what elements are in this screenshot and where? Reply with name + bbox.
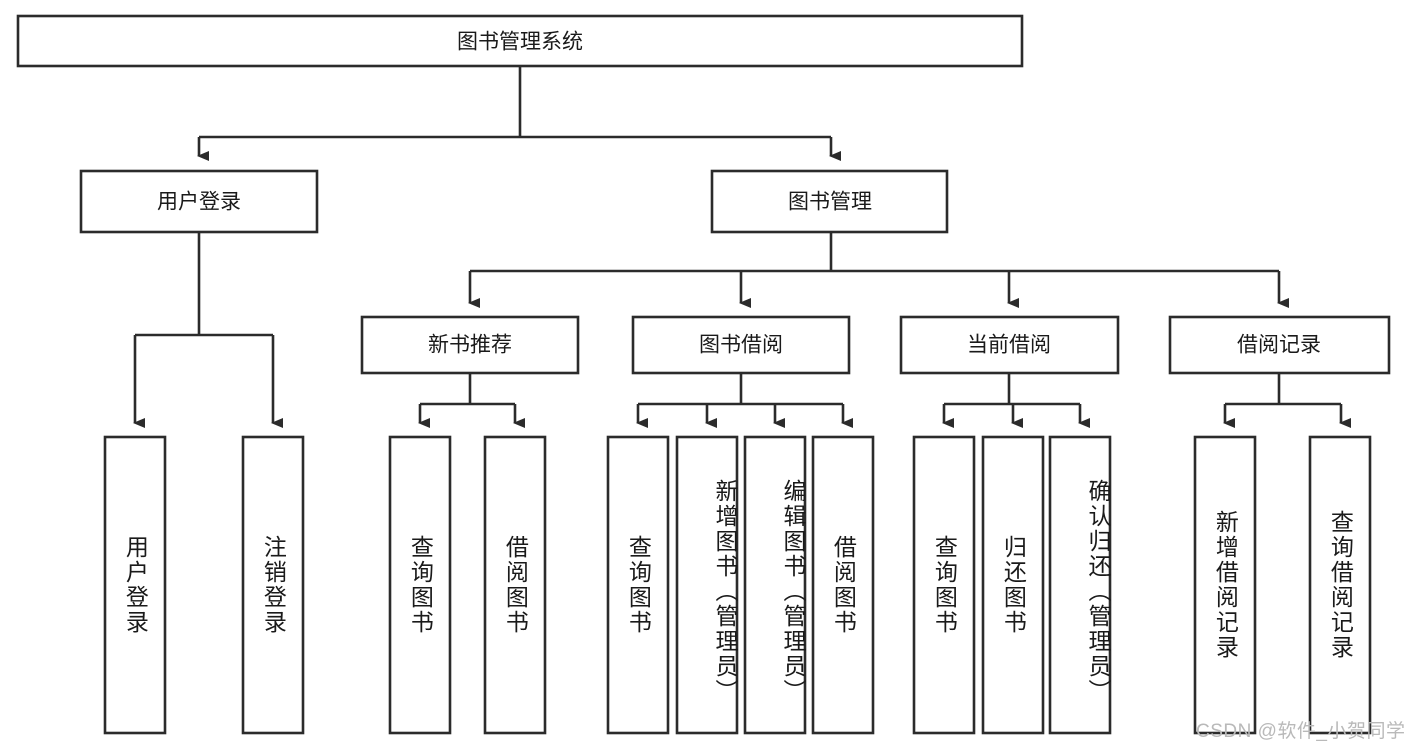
node-leaf-borrow-book-1-box[interactable] — [483, 435, 547, 735]
node-book-borrow-box[interactable] — [631, 315, 851, 375]
node-book-borrow-label: 图书借阅 — [699, 334, 783, 357]
node-leaf-query-book-2-box[interactable] — [606, 435, 670, 735]
node-root-label: 图书管理系统 — [457, 31, 583, 54]
node-current-borrow-box[interactable] — [899, 315, 1120, 375]
node-current-borrow-label: 当前借阅 — [967, 334, 1051, 357]
node-user-login-label: 用户登录 — [157, 191, 241, 214]
node-leaf-user-login-box[interactable] — [103, 435, 167, 735]
node-leaf-query-book-3-box[interactable] — [912, 435, 976, 735]
node-book-management-box[interactable] — [710, 169, 949, 234]
node-leaf-query-record-box[interactable] — [1308, 435, 1372, 735]
connector-group-book-management — [468, 232, 1289, 308]
connector-group-borrow-record — [1223, 373, 1351, 428]
csdn-watermark: CSDN @软件_小贺同学 — [1196, 721, 1405, 742]
node-leaf-logout-box[interactable] — [241, 435, 305, 735]
node-user-login-box[interactable] — [79, 169, 319, 234]
connector-group-book-borrow — [636, 373, 853, 428]
connector-group-root — [197, 66, 841, 161]
node-leaf-add-record-box[interactable] — [1193, 435, 1257, 735]
connector-group-current-borrow — [942, 373, 1090, 428]
node-leaf-edit-book-box[interactable] — [743, 435, 807, 735]
node-root-box[interactable] — [16, 14, 1024, 68]
node-leaf-query-book-1-box[interactable] — [388, 435, 452, 735]
node-leaf-return-book-box[interactable] — [981, 435, 1045, 735]
node-leaf-confirm-return-box[interactable] — [1048, 435, 1112, 735]
node-new-book-recommend-label: 新书推荐 — [428, 334, 512, 357]
node-leaf-add-book-box[interactable] — [675, 435, 739, 735]
node-borrow-record-box[interactable] — [1168, 315, 1391, 375]
node-new-book-recommend-box[interactable] — [360, 315, 580, 375]
connector-group-new-book-recommend — [418, 373, 525, 428]
node-borrow-record-label: 借阅记录 — [1237, 334, 1321, 357]
node-leaf-borrow-book-2-box[interactable] — [811, 435, 875, 735]
connector-group-user-login — [133, 232, 283, 428]
node-book-management-label: 图书管理 — [788, 191, 872, 214]
